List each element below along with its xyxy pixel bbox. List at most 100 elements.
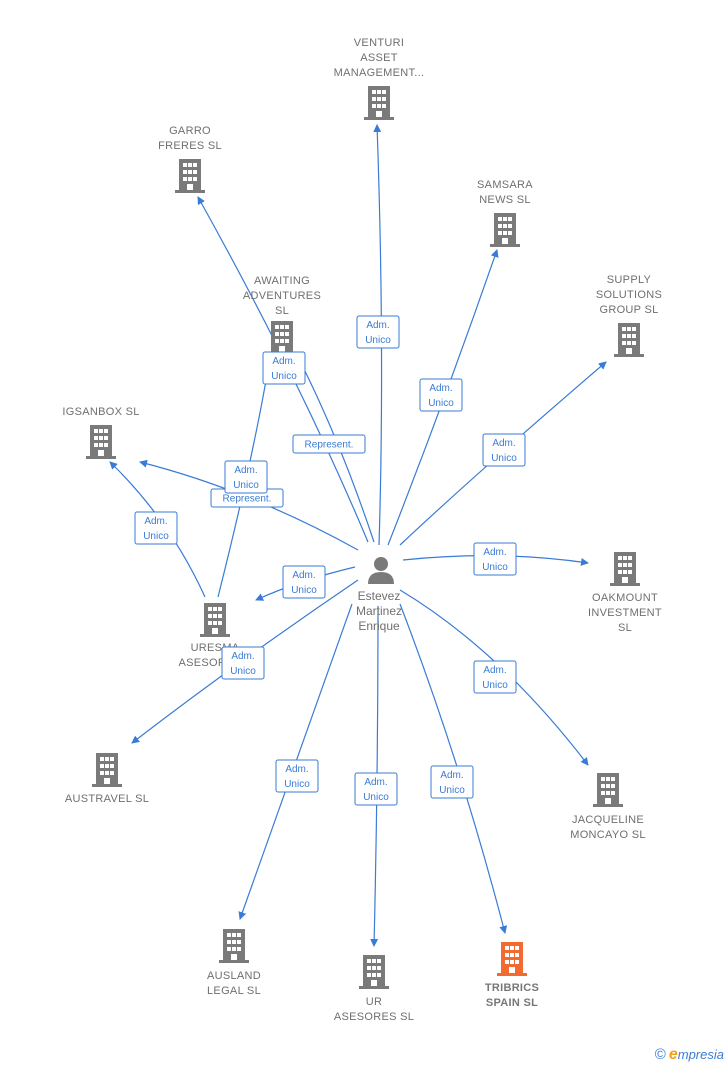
company-name-line: SUPPLY <box>607 274 652 286</box>
edge-label-line: Unico <box>439 785 465 796</box>
edge-label-line: Unico <box>271 371 297 382</box>
company-name-line: ASSET <box>360 52 398 64</box>
company-name-line: AUSTRAVEL SL <box>65 793 149 805</box>
building-icon <box>610 552 640 586</box>
company-name-line: ADVENTURES <box>243 290 321 302</box>
edge-label-line: Adm. <box>234 465 257 476</box>
company-name-line: FRERES SL <box>158 140 222 152</box>
company-name-line: SAMSARA <box>477 179 533 191</box>
company-name-line: MONCAYO SL <box>570 829 646 841</box>
edge-label-line: Adm. <box>292 570 315 581</box>
building-icon <box>86 425 116 459</box>
company-name-line: GROUP SL <box>599 304 658 316</box>
edge-center-to-ausland <box>238 603 353 920</box>
edge-label-center-to-venturi[interactable]: Adm. Unico <box>356 315 400 349</box>
building-icon <box>359 955 389 989</box>
edge-label-center-to-tribrics[interactable]: Adm.Unico <box>430 765 474 799</box>
building-icon <box>490 213 520 247</box>
edge-label-line: Unico <box>230 666 256 677</box>
company-name-line: ASESORES SL <box>334 1011 414 1023</box>
company-node-supply[interactable]: SUPPLY SOLUTIONS GROUP SL <box>596 274 662 357</box>
building-icon <box>614 323 644 357</box>
edge-label-center-to-jacqueline[interactable]: Adm. Unico <box>473 660 517 694</box>
edge-label-line: Unico <box>491 453 517 464</box>
company-node-garro[interactable]: GARRO FRERES SL <box>158 125 222 193</box>
company-name-line: TRIBRICS <box>485 982 539 994</box>
company-name-line: JACQUELINE <box>572 814 644 826</box>
edge-label-line: Unico <box>482 562 508 573</box>
edge-label-line: Unico <box>233 480 259 491</box>
company-node-ausland[interactable]: AUSLAND LEGAL SL <box>207 929 261 997</box>
building-icon <box>200 603 230 637</box>
company-node-venturi[interactable]: VENTURI ASSET MANAGEMENT... <box>334 37 425 120</box>
building-icon <box>593 773 623 807</box>
edges-layer <box>109 124 607 947</box>
edge-label-line: Unico <box>284 779 310 790</box>
company-name-line: SL <box>618 622 632 634</box>
edge-label-line: Unico <box>363 792 389 803</box>
edge-label-line: Adm. <box>364 777 387 788</box>
building-icon <box>364 86 394 120</box>
edge-label-line: Adm. <box>272 356 295 367</box>
brand-footer: ©empresia <box>655 1046 724 1064</box>
edge-label-center-to-garro[interactable]: Adm. Unico <box>262 351 306 385</box>
edge-label-center-to-ausland[interactable]: Adm. Unico <box>275 759 319 793</box>
edge-label-line: Adm. <box>429 383 452 394</box>
person-icon <box>368 557 394 584</box>
company-name-line: VENTURI <box>354 37 404 49</box>
company-node-ur[interactable]: UR ASESORES SL <box>334 955 414 1023</box>
company-node-awaiting[interactable]: AWAITING ADVENTURES SL <box>243 275 321 355</box>
edge-label-line: Unico <box>291 585 317 596</box>
edge-label-center-to-supply[interactable]: Adm. Unico <box>482 433 526 467</box>
company-node-samsara[interactable]: SAMSARA NEWS SL <box>477 179 533 247</box>
company-name-line: MANAGEMENT... <box>334 67 425 79</box>
company-name-line: NEWS SL <box>479 194 531 206</box>
edge-label-uresma-to-awaiting[interactable]: Adm. Unico <box>224 460 268 494</box>
building-icon <box>267 321 297 355</box>
company-name-line: UR <box>366 996 383 1008</box>
company-name-line: AWAITING <box>254 275 310 287</box>
company-name-line: AUSLAND <box>207 970 261 982</box>
edge-label-line: Unico <box>143 531 169 542</box>
edge-label-uresma-to-igsanbox[interactable]: Adm.Unico <box>134 511 178 545</box>
edge-label-center-to-uresma[interactable]: Adm. Unico <box>282 565 326 599</box>
company-node-austravel[interactable]: AUSTRAVEL SL <box>65 753 149 805</box>
copyright-symbol: © <box>654 1046 666 1063</box>
company-name-line: SPAIN SL <box>486 997 538 1009</box>
person-name-line: Martinez <box>356 604 402 618</box>
company-name-line: GARRO <box>169 125 211 137</box>
company-node-jacqueline[interactable]: JACQUELINE MONCAYO SL <box>570 773 646 841</box>
edge-center-to-tribrics <box>399 603 508 934</box>
edge-label-line: Adm. <box>231 651 254 662</box>
edge-label-line: Unico <box>482 680 508 691</box>
edge-label-line: Adm. <box>366 320 389 331</box>
company-name-line: LEGAL SL <box>207 985 261 997</box>
edge-label-center-to-awaiting[interactable]: Represent. <box>292 434 366 454</box>
edge-labels-layer: Adm.UnicoAdm.UnicoAdm.UnicoRepresent.Adm… <box>134 315 526 806</box>
company-name-line: IGSANBOX SL <box>62 406 139 418</box>
company-name-line: SOLUTIONS <box>596 289 662 301</box>
nodes-layer: VENTURI ASSET MANAGEMENT... GARRO FRERES SL S… <box>62 37 662 1023</box>
company-node-igsanbox[interactable]: IGSANBOX SL <box>62 406 139 459</box>
edge-label-line: Adm. <box>285 764 308 775</box>
edge-label-line: Adm. <box>492 438 515 449</box>
edge-label-line: Unico <box>428 398 454 409</box>
company-node-tribrics[interactable]: TRIBRICS SPAIN SL <box>485 942 539 1009</box>
edge-label-line: Adm. <box>483 665 506 676</box>
edge-label-center-to-austravel[interactable]: Adm. Unico <box>221 646 265 680</box>
building-icon <box>175 159 205 193</box>
edge-label-line: Adm. <box>483 547 506 558</box>
company-name-line: INVESTMENT <box>588 607 662 619</box>
edge-label-center-to-ur[interactable]: Adm. Unico <box>354 772 398 806</box>
company-name-line: SL <box>275 305 289 317</box>
edge-label-center-to-samsara[interactable]: Adm. Unico <box>419 378 463 412</box>
edge-label-line: Unico <box>365 335 391 346</box>
building-icon <box>497 942 527 976</box>
person-name-line: Enrique <box>358 619 400 633</box>
edge-label-line: Represent. <box>305 440 354 451</box>
edge-label-center-to-oakmount[interactable]: Adm. Unico <box>473 542 517 576</box>
person-name-line: Estevez <box>358 589 401 603</box>
